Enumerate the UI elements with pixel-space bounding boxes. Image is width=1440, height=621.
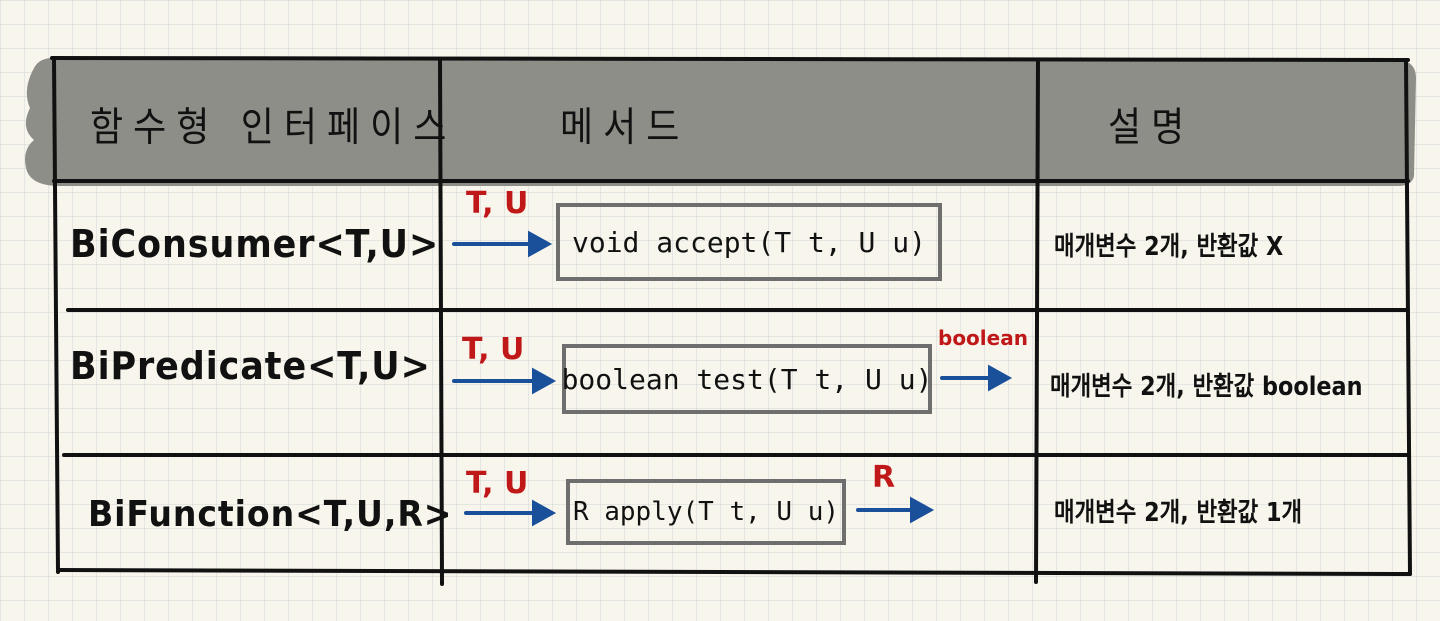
row2-description: 매개변수 2개, 반환값 boolean (1050, 372, 1363, 402)
row3-method: R apply(T t, U u) (572, 497, 840, 527)
header-interface: 함수형 인터페이스 (90, 105, 457, 151)
row2-input-label: T, U (462, 332, 525, 367)
row3-input-arrow-head (532, 499, 557, 527)
row1-input-label: T, U (466, 186, 529, 221)
table-bottom-line (56, 568, 1412, 576)
table-top-line (50, 56, 1410, 62)
row2-output-arrow-head (988, 364, 1013, 392)
row3-description: 매개변수 2개, 반환값 1개 (1054, 498, 1303, 528)
row1-interface: BiConsumer<T,U> (70, 222, 440, 266)
row1-method-box: void accept(T t, U u) (556, 203, 942, 281)
row2-method: boolean test(T t, U u) (561, 362, 933, 396)
row3-output-label: R (872, 460, 896, 495)
row3-interface: BiFunction<T,U,R> (88, 494, 453, 535)
table-col1-line (438, 58, 444, 586)
row1-description: 매개변수 2개, 반환값 X (1054, 232, 1284, 262)
table-right-line (1404, 58, 1412, 576)
header-highlight (25, 57, 1416, 186)
row2-method-box: boolean test(T t, U u) (562, 344, 932, 414)
header-description: 설명 (1108, 105, 1195, 151)
row1-input-arrow-head (528, 230, 553, 258)
row2-output-label: boolean (938, 326, 1028, 350)
row2-interface: BiPredicate<T,U> (70, 344, 431, 388)
row3-output-arrow-head (910, 496, 935, 524)
row1-method: void accept(T t, U u) (571, 225, 926, 259)
header-method: 메서드 (560, 105, 690, 151)
row2-input-arrow-head (532, 367, 557, 395)
row3-method-box: R apply(T t, U u) (566, 479, 846, 545)
table-left-line (52, 56, 60, 574)
row3-input-label: T, U (466, 466, 529, 501)
table-col2-line (1034, 60, 1040, 584)
